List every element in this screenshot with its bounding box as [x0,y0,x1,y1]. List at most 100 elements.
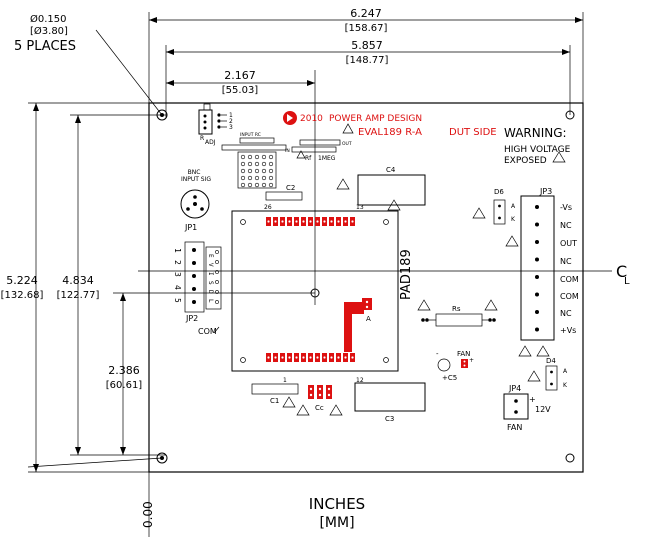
c4-capacitor [357,174,426,206]
rc-pad [240,168,246,174]
c2-label: C2 [286,184,295,192]
jp3-triangle-right [536,345,550,357]
rc-pad [261,161,267,167]
adj-label: ADJ [205,139,216,146]
dut-pad-hole [351,220,354,223]
dut-pad-hole [351,356,354,359]
dut-pad-hole [288,220,291,223]
c4-label: C4 [386,166,396,174]
fan-label: FAN [457,350,470,358]
rc-pad [240,161,246,167]
fan-pad-dot1 [463,360,466,363]
jp2-pin-2: 2 [173,260,182,265]
dut-red-pad-a [362,298,372,310]
jp3-pin [535,257,539,262]
d6-k-label: K [511,216,516,223]
jp3-pin [535,222,539,227]
rc-pad [268,154,274,160]
d4-a-label: A [563,368,568,375]
overall-height-in: 5.224 [6,274,38,287]
jp2-right-5: L [207,299,214,303]
hole-dia-label: Ø0.150 [30,13,67,25]
jp2-pin [192,248,196,252]
pot-pin-1: 1 [229,112,233,119]
jp3-pin-label-3: NC [560,257,572,266]
board-outline [148,102,584,473]
jp3-pin-label-1: NC [560,221,572,230]
board-model: EVAL189 R-A [358,127,422,138]
jp3-pin [535,275,539,279]
units-inches: INCHES [309,495,365,513]
dut-hole-br [383,357,389,363]
d6-label: D6 [494,188,504,196]
rc-pad [254,161,260,167]
jp2-com-label: COM [198,327,217,336]
jp2-aux-pin [215,260,219,264]
jp3-triangle-left [518,345,532,357]
rc-pad [240,182,246,188]
dut-pad-hole [295,356,298,359]
jp3-pin [535,292,539,297]
jp2-aux-pin [215,270,219,274]
dut-pin12-label: 12 [356,377,364,384]
pad189-label: PAD189 [399,249,414,300]
center-x-mm: [55.03] [222,85,259,96]
hole-span-mm: [148.77] [346,55,389,66]
jp3-pin [535,240,539,244]
d6-diode [493,199,506,225]
board-year: 2010 [300,114,323,124]
rc-pad [247,168,253,174]
jp3-header [520,195,555,341]
bnc-input-sig-label: INPUT SIG [181,176,211,183]
rc-pad [261,154,267,160]
jp3-pin [535,205,539,209]
jp2-aux-pin [215,280,219,284]
rc-pad [261,182,267,188]
jp2-right-2: I [207,272,214,276]
jp3-pin-label-0: -Vs [560,203,572,212]
jp2-pin [192,300,196,304]
dut-pad-hole [274,356,277,359]
rc-pad [261,168,267,174]
r-adj-prefix: R [200,135,204,142]
jp2-pin-3: 3 [173,272,182,277]
rc-pad [240,175,246,181]
rc-pad [268,182,274,188]
dut-pad-hole [323,220,326,223]
fan-pads [461,359,468,368]
dut-hole-tr [383,219,389,225]
cc-triangle-left [296,404,310,416]
rc-pad [268,168,274,174]
rc-pad [247,182,253,188]
overall-height-mm: [132.68] [1,290,44,301]
dut-pad-hole [316,356,319,359]
rc-pad [261,175,267,181]
dut-triangle [387,199,401,211]
pot-pin-3: 3 [229,124,233,131]
rc-pad [247,175,253,181]
origin-label: 0.00 [141,501,155,528]
fan-minus: - [436,350,439,358]
center-y-in: 2.386 [108,364,140,377]
rs-triangle-left [417,299,431,311]
jp3-pin-label-2: OUT [560,239,577,248]
rc-pad [254,175,260,181]
jp2-pin [192,261,196,265]
hole-places-label: 5 PLACES [14,39,76,54]
cc-triangle-right [329,404,343,416]
rf-resistor [291,139,341,153]
jp2-right-0: E [207,254,214,258]
c2-capacitor [265,191,303,201]
dut-pad-hole [302,220,305,223]
rf-out-label: OUT [342,141,352,147]
dut-pad-hole [344,356,347,359]
fan-pad-dot2 [463,364,466,367]
c4-triangle [336,178,350,190]
jp3-pin [535,327,539,332]
bnc-label: BNC [188,169,201,176]
overall-width-mm: [158.67] [345,23,388,34]
mounting-holes [156,109,575,464]
jp2-pin-4: 4 [173,285,182,290]
c5-capacitor [437,358,451,372]
